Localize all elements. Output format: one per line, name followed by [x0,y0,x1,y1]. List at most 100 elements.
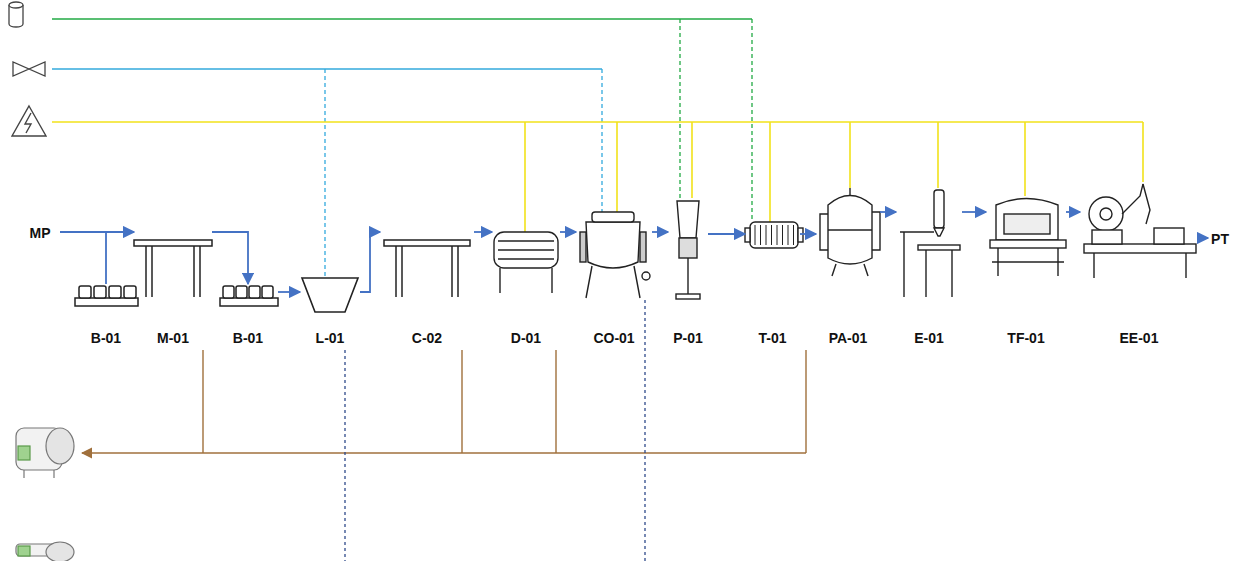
equipment-tag: EE-01 [1120,329,1159,347]
cooking-kettle-icon [642,272,650,280]
labeling-machine-icon [1092,230,1122,244]
cooking-kettle-icon [586,222,640,268]
steam-line [324,69,325,276]
fuel-line [751,19,752,222]
equipment-node: PA-01 [816,185,880,347]
liquid-waste-line [344,350,345,561]
electricity-icon [25,113,31,133]
thermal-tunnel-icon [990,199,1066,277]
sieve-filter-icon [750,222,798,248]
equipment-node: PT [1208,228,1232,250]
filling-machine-icon [925,250,926,297]
filling-machine-icon [934,190,944,228]
flow-arrow [560,231,576,233]
equipment-tag: PA-01 [829,329,868,347]
waste-bin-icon [16,542,74,561]
filling-machine-icon [951,250,952,297]
filling-machine-icon [934,228,944,236]
thermal-tunnel-icon [992,261,1064,262]
electricity-icon [12,106,46,136]
equipment-node: MP [20,222,60,244]
power-line [769,122,771,222]
equipment-node: B-01 [70,284,142,347]
fuel-tank-icon [9,2,23,8]
sieve-fin [777,225,778,245]
equipment-tag: P-01 [673,329,703,347]
pasteurizer-icon [864,264,868,276]
table-icon [395,246,397,297]
fuel-line [52,18,752,19]
sieve-fin [782,225,783,245]
drum-dryer-icon [494,232,558,268]
labeling-machine-icon [1084,244,1196,253]
crate-icon [220,298,278,306]
power-line [937,122,939,188]
blender-icon [679,238,697,258]
equipment-tag: CO-01 [593,329,634,347]
equipment-node: C-02 [380,225,474,347]
crate-icon [223,286,234,298]
crate-icon [94,286,106,298]
thermal-tunnel-icon [990,240,1066,248]
washing-hopper-icon [302,278,358,312]
filling-machine-icon [903,232,904,297]
equipment-tag: MP [30,224,51,242]
blender-icon [676,201,700,299]
flow-arrow [652,231,668,233]
equipment-node: L-01 [300,276,360,347]
crate-icon [75,286,138,306]
equipment-node: D-01 [492,225,560,347]
crate-icon [79,286,91,298]
equipment-tag: C-02 [412,329,442,347]
waste-bin-icon [16,428,74,478]
labeling-machine-icon [1143,184,1150,224]
flow-arrow [1066,211,1080,213]
drum-dryer-icon [499,268,500,293]
power-line [1024,122,1026,196]
waste-bin-icon [18,446,30,460]
labeling-machine-icon [1084,184,1196,278]
flow-arrow [962,211,986,213]
crate-icon [249,286,260,298]
power-line [849,122,851,188]
cooking-kettle-icon [640,232,646,262]
solid-waste-line [82,452,806,453]
table-icon [134,240,212,246]
table-icon [384,240,470,246]
pasteurizer-icon [872,212,880,250]
table-icon [145,246,147,297]
table-icon [134,240,212,297]
table-icon [451,246,453,297]
filling-machine-icon [918,245,960,250]
waste-bin-icon [53,470,54,478]
steam-line [52,68,602,69]
pasteurizer-icon [828,196,872,265]
sieve-fin [793,225,794,245]
waste-bin-icon [46,542,74,561]
drum-dryer-icon [498,249,554,250]
crate-icon [75,298,138,306]
flow-arrow [212,232,248,284]
flow-arrow [880,211,896,213]
solid-waste-line [202,350,203,453]
fuel-line [679,19,680,198]
liquid-waste-line [644,300,645,561]
steam-valve-icon [13,62,45,76]
crate-icon [109,286,121,298]
liquid-waste-line [82,300,645,561]
filling-machine-icon [900,190,960,297]
steam-valve-icon [13,62,45,76]
steam-line [52,69,602,276]
cooking-kettle-icon [580,212,650,298]
drum-dryer-icon [494,232,558,293]
thermal-tunnel-icon [1004,214,1050,234]
electricity-icon [12,106,46,136]
equipment-tag: B-01 [91,329,121,347]
equipment-tag: M-01 [157,329,189,347]
crate-icon [124,286,136,298]
power-line [691,122,693,198]
solid-waste-line [555,350,556,453]
solid-waste-line [805,350,806,453]
table-icon [401,246,403,297]
